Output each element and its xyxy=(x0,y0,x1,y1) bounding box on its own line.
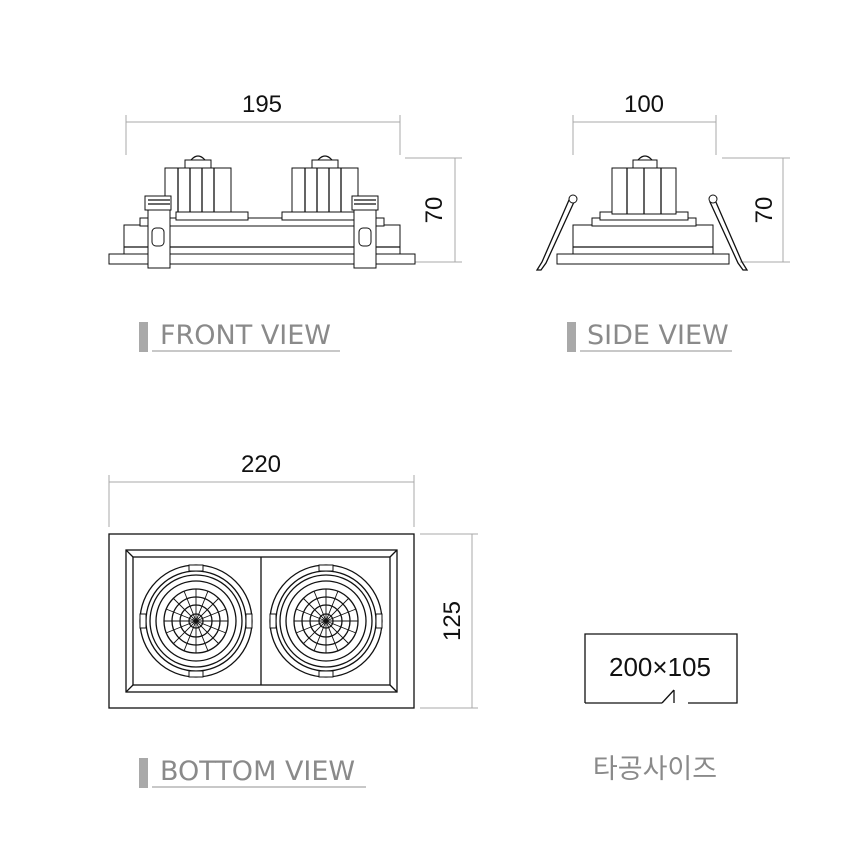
bottom-view-title: BOTTOM VIEW xyxy=(160,756,355,787)
front-height-value: 70 xyxy=(421,197,448,224)
bottom-height-dimension: 125 xyxy=(420,533,478,709)
bottom-view: 220 125 xyxy=(108,451,478,788)
bottom-width-value: 220 xyxy=(241,451,281,478)
side-height-dimension: 70 xyxy=(722,157,790,263)
front-height-dimension: 70 xyxy=(395,157,462,263)
cutout-size: 200×105 타공사이즈 xyxy=(584,633,738,785)
lamp-left-icon xyxy=(139,564,253,678)
side-height-value: 70 xyxy=(751,197,778,224)
side-width-value: 100 xyxy=(624,91,664,118)
lamp-right-icon xyxy=(269,564,383,678)
cutout-size-label: 타공사이즈 xyxy=(593,754,717,785)
bottom-width-dimension: 220 xyxy=(108,451,415,527)
bottom-height-value: 125 xyxy=(439,601,466,641)
bottom-fixture-outline xyxy=(108,533,415,709)
side-width-dimension: 100 xyxy=(572,91,717,155)
side-view-label: SIDE VIEW xyxy=(567,320,732,352)
side-view-title: SIDE VIEW xyxy=(587,320,729,351)
front-view-title: FRONT VIEW xyxy=(160,320,331,351)
front-view-label: FRONT VIEW xyxy=(139,320,340,352)
cutout-size-value: 200×105 xyxy=(609,652,711,682)
front-width-value: 195 xyxy=(242,91,282,118)
front-view: 195 70 xyxy=(108,91,462,352)
bottom-view-label: BOTTOM VIEW xyxy=(139,756,366,788)
side-fixture-outline xyxy=(535,155,749,271)
front-width-dimension: 195 xyxy=(125,91,401,155)
side-view: 100 70 SIDE xyxy=(535,91,790,352)
front-fixture-outline xyxy=(108,155,416,269)
